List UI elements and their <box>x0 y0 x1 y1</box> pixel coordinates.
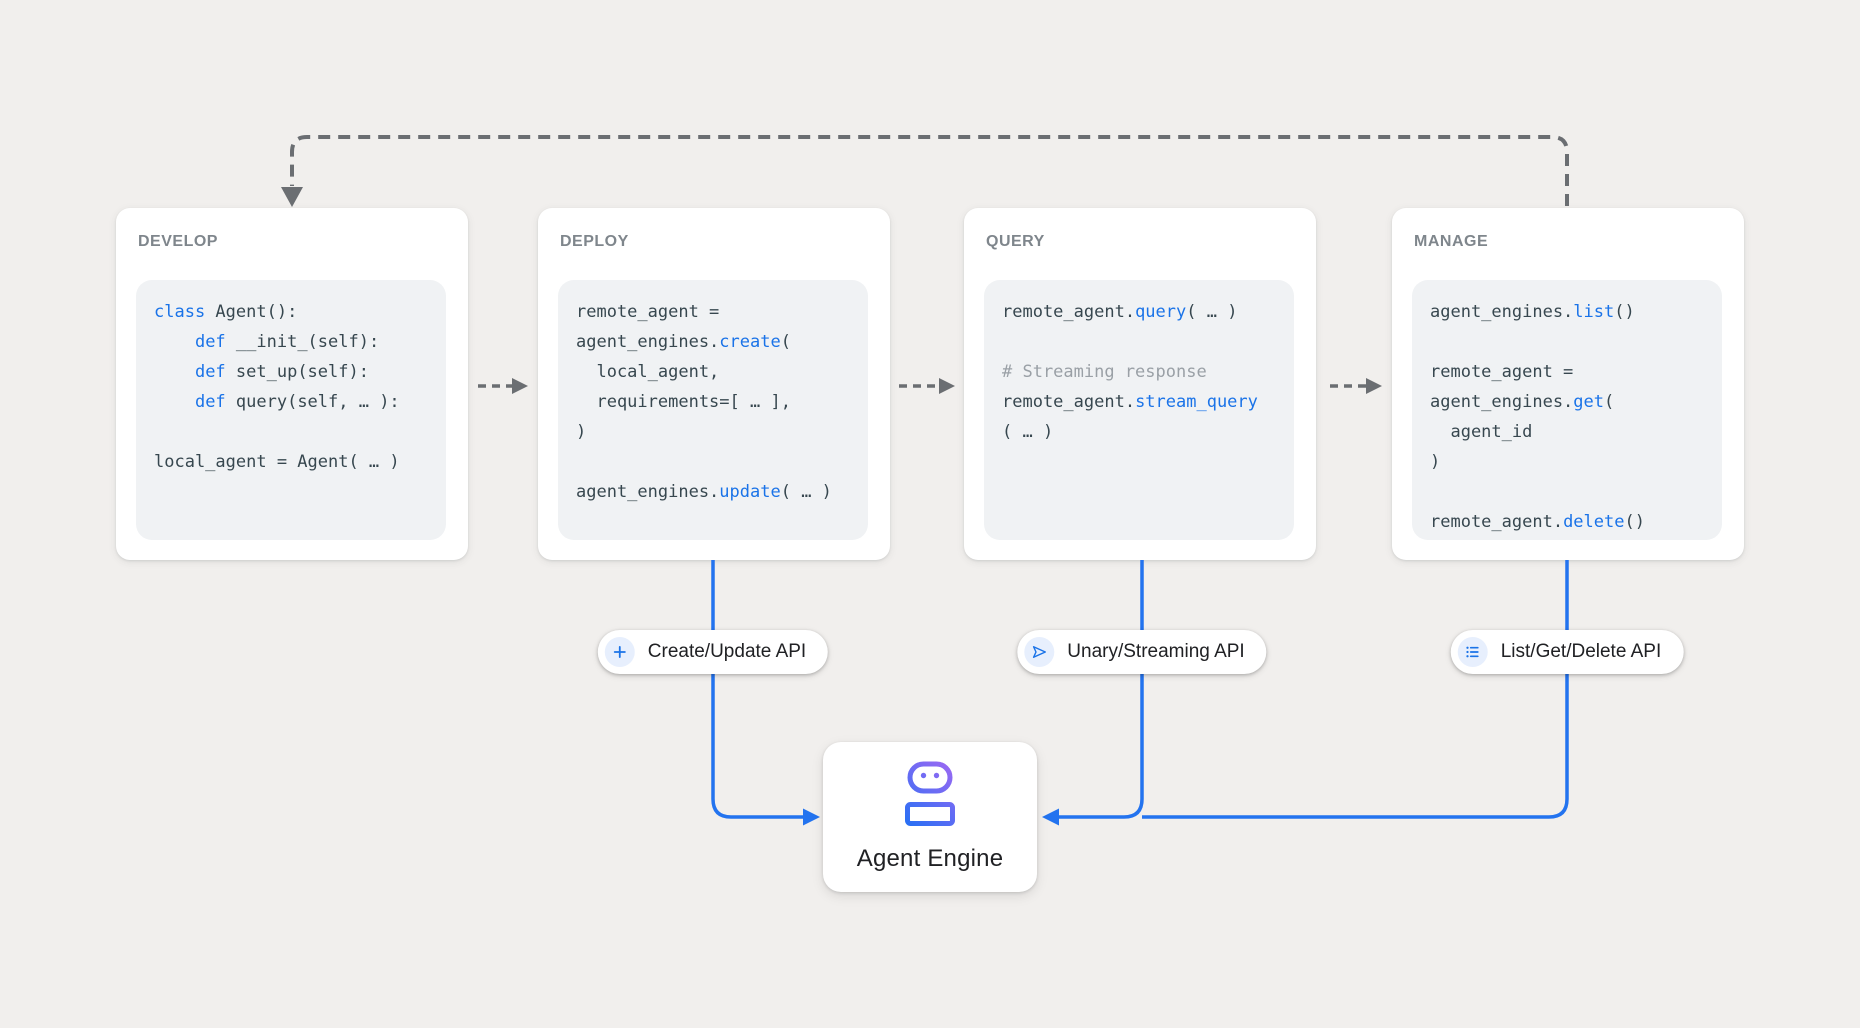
code-line: agent_engines.list() <box>1430 302 1635 322</box>
code-line: remote_agent = <box>1430 362 1574 382</box>
manage-to-engine-line <box>1142 560 1569 819</box>
card-title: QUERY <box>986 233 1045 250</box>
query-to-manage-arrowhead-icon <box>1366 378 1382 394</box>
code-block: remote_agent = agent_engines.create( loca… <box>558 280 868 540</box>
code-block: remote_agent.query( … ) # Streaming resp… <box>984 280 1294 540</box>
code-line: ) <box>576 422 587 442</box>
card-develop: DEVELOP class Agent(): def __init_(self)… <box>116 208 468 560</box>
code-line: def query(self, … ): <box>194 392 400 412</box>
code-line: # Streaming response <box>1002 362 1207 382</box>
code-line: ( … ) <box>1002 422 1054 442</box>
code-line: remote_agent.stream_query <box>1002 392 1258 412</box>
deploy-to-engine-arrowhead-icon <box>803 808 820 826</box>
card-query: QUERY remote_agent.query( … ) # Streamin… <box>964 208 1316 560</box>
api-badge-list-get-delete: List/Get/Delete API <box>1450 630 1684 674</box>
code-line: local_agent = Agent( … ) <box>154 452 400 472</box>
develop-to-deploy-arrowhead-icon <box>512 378 528 394</box>
code-line: agent_engines.update( … ) <box>576 482 832 502</box>
code-line: ) <box>1430 452 1441 472</box>
code-line <box>154 417 434 447</box>
code-line: remote_agent.delete() <box>1430 512 1645 532</box>
feedback-arrowhead-icon <box>281 187 303 207</box>
code-line <box>1430 327 1710 357</box>
list-icon <box>1457 637 1488 667</box>
code-line: local_agent, <box>576 362 720 382</box>
card-manage: MANAGE agent_engines.list() remote_agent… <box>1392 208 1744 560</box>
badge-label: Unary/Streaming API <box>1067 641 1245 662</box>
api-badge-create-update: Create/Update API <box>597 630 829 674</box>
card-title: DEVELOP <box>138 233 218 250</box>
query-to-engine-line <box>1058 560 1144 819</box>
api-badge-unary-streaming: Unary/Streaming API <box>1017 630 1267 674</box>
card-title: DEPLOY <box>560 233 629 250</box>
query-to-engine-arrowhead-icon <box>1042 808 1059 826</box>
card-title: MANAGE <box>1414 233 1489 250</box>
feedback-dashed-line <box>290 135 1569 206</box>
code-line: def __init_(self): <box>194 332 380 352</box>
deploy-to-query-arrowhead-icon <box>939 378 955 394</box>
code-line: class Agent(): <box>154 302 298 322</box>
code-line: remote_agent.query( … ) <box>1002 302 1238 322</box>
code-line: def set_up(self): <box>194 362 369 382</box>
code-line <box>1430 477 1710 507</box>
agent-engine-node: Agent Engine <box>823 742 1037 892</box>
code-line: agent_engines.create( <box>576 332 791 352</box>
badge-label: Create/Update API <box>647 641 807 662</box>
code-line: agent_engines.get( <box>1430 392 1615 412</box>
agent-engine-label: Agent Engine <box>856 845 1004 872</box>
code-line <box>576 447 856 477</box>
plus-icon <box>604 637 635 667</box>
deploy-to-engine-line <box>711 560 804 819</box>
code-line: agent_id <box>1430 422 1533 442</box>
robot-icon <box>901 761 959 832</box>
badge-label: List/Get/Delete API <box>1500 641 1662 662</box>
code-line <box>1002 327 1282 357</box>
code-block: agent_engines.list() remote_agent = agent… <box>1412 280 1722 540</box>
code-block: class Agent(): def __init_(self): def se… <box>136 280 446 540</box>
send-icon <box>1024 637 1055 667</box>
code-line: remote_agent = <box>576 302 720 322</box>
code-line: requirements=[ … ], <box>576 392 791 412</box>
card-deploy: DEPLOY remote_agent = agent_engines.creat… <box>538 208 890 560</box>
